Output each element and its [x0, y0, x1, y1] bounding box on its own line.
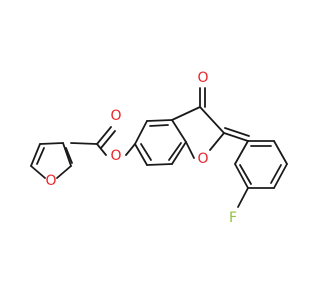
bond [171, 106, 201, 121]
ester-group [70, 126, 136, 156]
bond [270, 164, 282, 184]
bond [234, 140, 249, 165]
ester-carbonyl-oxygen-label: O [110, 108, 121, 124]
bond [30, 143, 41, 167]
benzo-ring [134, 119, 187, 166]
bond [39, 142, 64, 145]
bond [224, 127, 250, 137]
furan-ring [30, 142, 73, 179]
bond [134, 143, 148, 166]
benzofuran-oxygen-label: O [197, 151, 208, 167]
bond [140, 143, 152, 161]
bond [100, 130, 116, 149]
fluorophenyl-group [223, 127, 288, 208]
bond [149, 124, 169, 127]
bond [125, 143, 136, 156]
bond [239, 164, 252, 185]
bond [96, 126, 112, 145]
bond [146, 119, 173, 122]
bond [146, 163, 173, 166]
bond [30, 165, 46, 179]
molecule-diagram: O O O O O F [30, 70, 288, 226]
bond [36, 147, 45, 165]
bond [273, 140, 288, 165]
bond [234, 163, 249, 189]
ester-bridge-oxygen-label: O [110, 148, 121, 164]
bond [273, 163, 288, 189]
bond [168, 142, 182, 161]
bond [237, 187, 249, 208]
fluorine-label: F [229, 210, 237, 226]
furanone-ring [171, 87, 225, 159]
bond [65, 147, 73, 164]
structure-svg: O O O O O F [30, 70, 288, 226]
bond [171, 141, 187, 165]
bond [62, 142, 72, 167]
bond [70, 142, 98, 145]
bond [199, 106, 225, 134]
bond [96, 143, 107, 156]
bond [185, 141, 195, 159]
bond [56, 165, 72, 179]
ketone-oxygen-label: O [197, 70, 208, 86]
bond [134, 120, 148, 145]
bond [223, 132, 249, 142]
bond [171, 119, 187, 143]
bond [209, 132, 225, 151]
furan-oxygen-label: O [45, 173, 56, 189]
